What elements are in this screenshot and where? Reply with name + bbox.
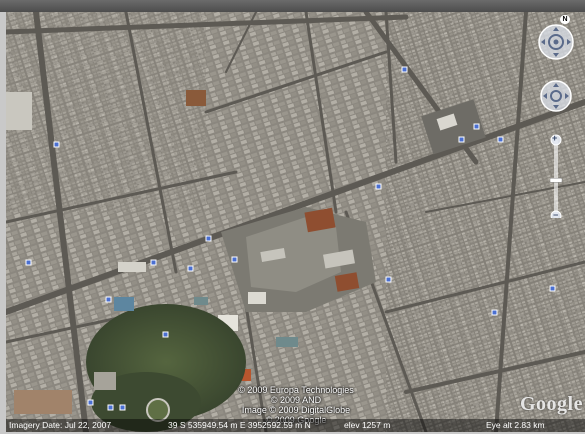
brown-roof-building	[186, 90, 206, 106]
urban-area-dense	[6, 12, 206, 212]
move-up-arrow-icon[interactable]	[553, 83, 559, 87]
eye-icon	[548, 34, 564, 50]
imagery-date: Imagery Date: Jul 22, 2007	[9, 420, 112, 430]
compound-courtyard	[246, 217, 341, 292]
zoom-slider-thumb[interactable]	[549, 178, 563, 183]
roundabout	[146, 398, 170, 422]
move-down-arrow-icon[interactable]	[553, 105, 559, 109]
coordinates-readout: 39 S 535949.54 m E 3952592.59 m N	[168, 420, 311, 430]
credit-line: © 2009 Europa Technologies	[238, 385, 354, 395]
look-left-arrow-icon[interactable]	[541, 39, 545, 45]
elevation-readout: elev 1257 m	[344, 420, 391, 430]
google-logo: Google	[520, 393, 583, 415]
zoom-out-label: −	[553, 210, 559, 220]
white-roof-building	[323, 249, 355, 269]
eye-altitude-readout: Eye alt 2.83 km	[486, 420, 545, 430]
satellite-imagery	[6, 12, 585, 432]
brick-roof-building	[334, 272, 360, 292]
credit-line: © 2009 AND	[270, 395, 322, 405]
eye-pupil	[553, 39, 559, 45]
park-building	[94, 372, 116, 390]
white-roof-building	[6, 92, 32, 130]
move-right-arrow-icon[interactable]	[565, 93, 569, 99]
white-roof-building	[260, 247, 286, 263]
satellite-map-view[interactable]: N + −	[6, 12, 585, 432]
building-complex	[421, 99, 486, 155]
move-joystick[interactable]	[540, 80, 572, 112]
nav-controls-graphic	[538, 24, 574, 218]
zoom-in-label: +	[552, 133, 558, 143]
white-roof-building	[436, 113, 458, 131]
north-indicator[interactable]: N	[560, 15, 570, 24]
move-left-arrow-icon[interactable]	[543, 93, 547, 99]
zoom-out-button[interactable]	[550, 210, 562, 218]
credit-line: © 2009 Google	[265, 415, 327, 425]
credit-line: Image © 2009 DigitalGlobe	[241, 405, 351, 415]
park-area	[91, 372, 201, 432]
hand-icon	[550, 90, 562, 102]
zoom-in-button[interactable]	[550, 134, 562, 146]
brick-roof-building	[304, 207, 336, 233]
window-top-edge	[0, 0, 585, 12]
navigation-controls: N + −	[534, 15, 584, 220]
water-pool	[276, 337, 298, 347]
water-pool	[194, 297, 208, 305]
white-roof-building	[248, 292, 266, 304]
sports-field	[14, 390, 72, 414]
copyright-credits: © 2009 Europa Technologies © 2009 AND Im…	[226, 385, 366, 425]
look-right-arrow-icon[interactable]	[567, 39, 571, 45]
look-down-arrow-icon[interactable]	[553, 53, 559, 57]
white-roof-building	[118, 262, 146, 272]
look-up-arrow-icon[interactable]	[553, 27, 559, 31]
placemark-markers	[25, 66, 556, 411]
road-network	[6, 12, 585, 432]
status-bar: Imagery Date: Jul 22, 2007 39 S 535949.5…	[6, 419, 585, 432]
blue-roof-building	[114, 297, 134, 311]
